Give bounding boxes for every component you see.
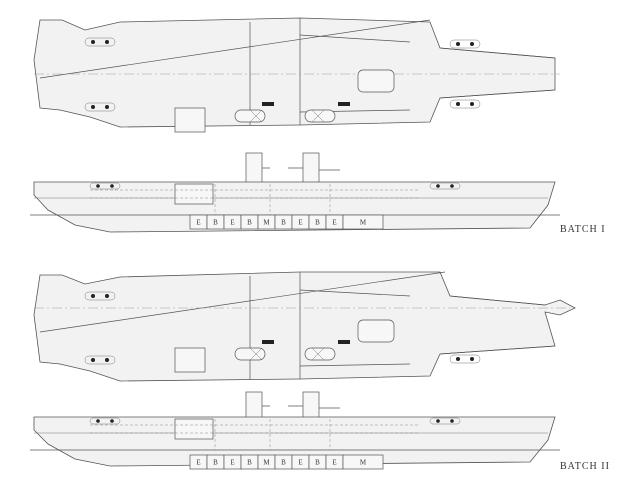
compartment-label: M [360, 459, 367, 467]
compartment-label: E [298, 459, 302, 467]
compartment-label: E [196, 459, 200, 467]
compartment-label: B [281, 459, 286, 467]
batch-1-label: BATCH I [560, 224, 606, 235]
compartment-label: E [332, 219, 336, 227]
compartment-label: E [230, 459, 234, 467]
compartment-label: B [315, 459, 320, 467]
compartment-label: B [247, 219, 252, 227]
compartment-label: E [196, 219, 200, 227]
compartment-label: M [360, 219, 367, 227]
compartment-label: M [263, 459, 270, 467]
batch-2-label: BATCH II [560, 461, 610, 472]
compartment-label: B [281, 219, 286, 227]
compartment-label: E [332, 459, 336, 467]
compartment-label: B [315, 219, 320, 227]
plan-view-batch-2 [33, 271, 576, 382]
compartment-cell [342, 454, 384, 470]
compartment-label: M [263, 219, 270, 227]
compartment-cell [342, 214, 384, 230]
compartment-label: E [230, 219, 234, 227]
plan-view-batch-1 [33, 17, 560, 133]
compartment-label: E [298, 219, 302, 227]
compartment-label: B [247, 459, 252, 467]
compartment-label: B [213, 219, 218, 227]
compartment-label: B [213, 459, 218, 467]
